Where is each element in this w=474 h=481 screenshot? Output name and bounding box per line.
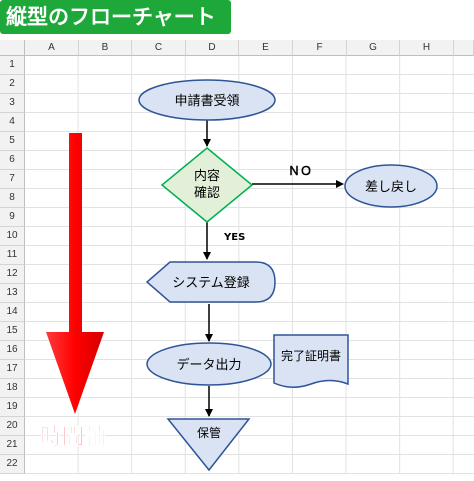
yes-branch-label: YES [223,232,245,243]
row-header[interactable]: 4 [0,113,25,132]
row-header[interactable]: 15 [0,322,25,341]
shape-store-label: 保管 [197,425,221,440]
column-header-b[interactable]: B [79,40,132,56]
row-header[interactable]: 18 [0,379,25,398]
shape-document-label: 完了証明書 [281,348,341,363]
shape-decision-label-line2: 確認 [194,185,220,201]
shape-return-label: 差し戻し [365,180,417,195]
column-header-g[interactable]: G [347,40,400,56]
time-arrow-icon [46,133,104,414]
row-header[interactable]: 22 [0,455,25,474]
row-header[interactable]: 16 [0,341,25,360]
row-header[interactable]: 5 [0,132,25,151]
column-header-e[interactable]: E [239,40,293,56]
column-header-a[interactable]: A [25,40,79,56]
row-header[interactable]: 2 [0,75,25,94]
column-header-c[interactable]: C [132,40,186,56]
row-header[interactable]: 21 [0,436,25,455]
row-header[interactable]: 8 [0,189,25,208]
shape-decision-label-line1: 内容 [194,168,220,184]
time-axis-label: 時間軸 [40,424,106,450]
row-header[interactable]: 17 [0,360,25,379]
shape-start[interactable]: 申請書受領 [138,79,276,121]
row-header[interactable]: 19 [0,398,25,417]
row-header[interactable]: 10 [0,227,25,246]
shape-register-label: システム登録 [172,276,250,291]
shape-document[interactable]: 完了証明書 [273,334,349,388]
shape-register[interactable]: システム登録 [145,261,276,303]
row-header[interactable]: 13 [0,284,25,303]
column-header-d[interactable]: D [186,40,239,56]
select-all-corner[interactable] [0,40,25,56]
shape-output[interactable]: データ出力 [146,342,272,386]
column-header-h[interactable]: H [400,40,454,56]
shape-output-label: データ出力 [176,357,241,373]
row-header[interactable]: 12 [0,265,25,284]
no-branch-label: ＮＯ [288,164,312,178]
column-header-f[interactable]: F [293,40,347,56]
row-header[interactable]: 1 [0,56,25,75]
row-header[interactable]: 7 [0,170,25,189]
shape-return[interactable]: 差し戻し [344,164,438,208]
title-banner: 縦型のフローチャート [0,0,231,34]
shape-store[interactable]: 保管 [166,418,251,472]
row-header[interactable]: 20 [0,417,25,436]
row-header[interactable]: 3 [0,94,25,113]
row-header[interactable]: 14 [0,303,25,322]
row-header[interactable]: 11 [0,246,25,265]
shape-start-label: 申請書受領 [174,93,239,109]
row-header[interactable]: 9 [0,208,25,227]
shape-decision[interactable]: 内容 確認 [160,147,254,223]
row-header[interactable]: 6 [0,151,25,170]
